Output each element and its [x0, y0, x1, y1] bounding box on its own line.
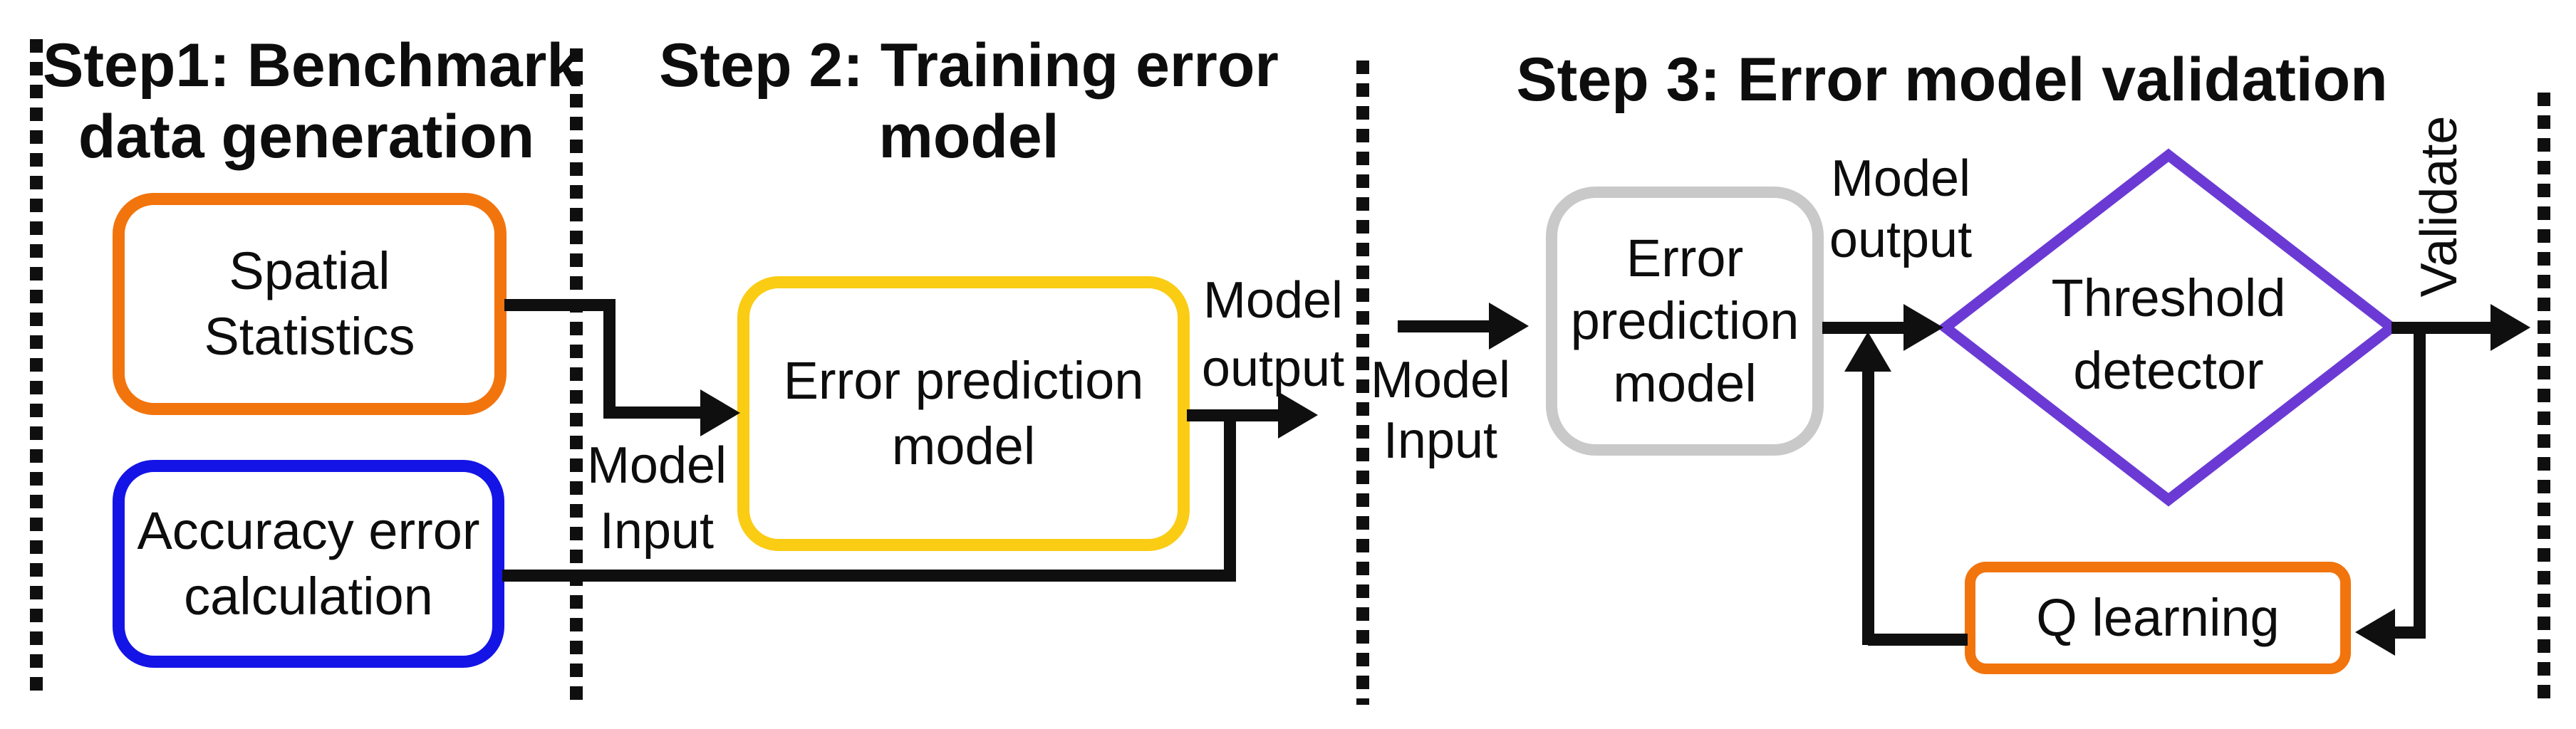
threshold-label-line1: Threshold	[2051, 268, 2286, 327]
connector-diamond-down	[2414, 322, 2426, 638]
threshold-detector-label: Threshold detector	[1990, 262, 2347, 407]
arrowhead-validate	[2491, 304, 2530, 351]
spatial-statistics-label-line1: Spatial	[229, 241, 390, 300]
model-input-label-step2: Model Input	[532, 433, 781, 564]
model-output-step3-line2: output	[1829, 211, 1973, 268]
error-prediction-label-line1: Error prediction	[783, 351, 1144, 410]
step3-title: Step 3: Error model validation	[1396, 44, 2508, 115]
q-learning-label: Q learning	[2036, 588, 2280, 647]
model-input-label-step3: Model Input	[1316, 350, 1565, 471]
arrowhead-into-diamond	[1904, 304, 1943, 351]
accuracy-error-label-line1: Accuracy error	[137, 501, 480, 560]
model-output-label-step2: Model output	[1148, 266, 1398, 403]
validate-label: Validate	[2411, 115, 2468, 298]
connector-into-qlearning	[2394, 626, 2426, 639]
arrowhead-into-yellow-box	[700, 389, 740, 436]
connector-model-output-line-step2	[1187, 409, 1287, 421]
model-output-step2-line2: output	[1201, 340, 1345, 397]
connector-step3-output-line	[1822, 322, 1905, 334]
accuracy-error-label-line2: calculation	[184, 567, 433, 626]
step3-title-line: Step 3: Error model validation	[1516, 46, 2388, 114]
connector-spatial-to-model	[504, 299, 616, 311]
spatial-statistics-label-line2: Statistics	[204, 307, 415, 366]
threshold-label-line2: detector	[2073, 341, 2264, 400]
threshold-detector-diamond	[1936, 148, 2401, 507]
connector-spatial-drop	[603, 299, 616, 415]
divider-step2-step3	[1356, 61, 1369, 705]
connector-feedback-vertical	[1862, 363, 1874, 645]
step1-title: Step1: Benchmark data generation	[43, 30, 581, 172]
spatial-statistics-box: Spatial Statistics	[113, 193, 507, 415]
error-prediction3-label-line1: Error	[1626, 229, 1744, 288]
divider-step1-step2	[570, 48, 583, 702]
connector-accuracy-riser	[1224, 409, 1236, 582]
error-prediction3-label-line3: model	[1613, 354, 1757, 413]
model-input-step2-line2: Input	[599, 503, 715, 560]
model-output-step2-line1: Model	[1203, 272, 1344, 329]
model-output-step3-line1: Model	[1830, 150, 1971, 207]
step1-title-line2: data generation	[78, 103, 535, 171]
connector-feedback-horizontal	[1868, 634, 1968, 646]
connector-accuracy-line	[502, 570, 1236, 582]
connector-step3-input-line	[1398, 320, 1490, 332]
arrowhead-into-qlearning	[2355, 609, 2395, 656]
divider-right	[2538, 93, 2550, 703]
step2-title-line1: Step 2: Training error	[659, 31, 1279, 100]
model-input-step3-line2: Input	[1383, 412, 1498, 469]
arrowhead-feedback-up	[1844, 332, 1891, 372]
step2-title-line2: model	[878, 103, 1059, 171]
divider-left	[30, 39, 43, 698]
model-input-step3-line1: Model	[1370, 352, 1511, 409]
model-output-label-step3: Model output	[1776, 148, 2025, 271]
accuracy-error-box: Accuracy error calculation	[113, 460, 504, 668]
error-prediction-label-line2: model	[891, 416, 1036, 476]
arrowhead-into-gray-box	[1489, 303, 1529, 350]
arrowhead-model-output-step2	[1278, 392, 1318, 439]
error-prediction3-label-line2: prediction	[1570, 291, 1799, 350]
q-learning-box: Q learning	[1965, 562, 2351, 674]
step1-title-line1: Step1: Benchmark	[43, 31, 581, 100]
error-prediction-model-box-step2: Error prediction model	[737, 276, 1190, 551]
step2-title: Step 2: Training error model	[627, 30, 1311, 172]
error-prediction-model-box-step3: Error prediction model	[1546, 187, 1824, 456]
model-input-step2-line1: Model	[586, 437, 727, 494]
connector-model-input-line	[603, 407, 700, 419]
